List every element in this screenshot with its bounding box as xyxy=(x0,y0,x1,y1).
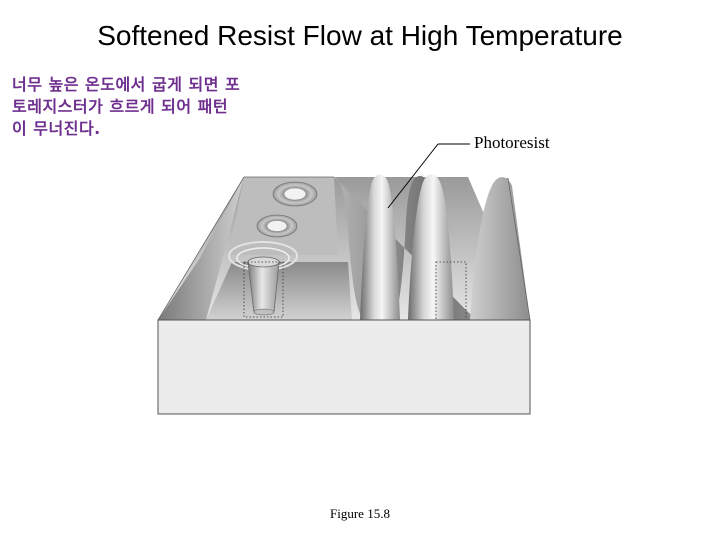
valley-floor xyxy=(206,262,352,320)
flowed-ridge-1 xyxy=(360,174,400,320)
figure-caption: Figure 15.8 xyxy=(330,506,390,521)
note-line-3: 이 무너진다. xyxy=(12,119,101,138)
hole-1-inner xyxy=(283,187,307,201)
leader-line-diagonal xyxy=(387,143,439,209)
note-line-1: 너무 높은 온도에서 굽게 되면 포 xyxy=(12,75,241,94)
hole-2-inner xyxy=(266,220,288,232)
photoresist-label: Photoresist xyxy=(474,133,550,152)
pillar-top xyxy=(247,256,280,268)
pillar-base xyxy=(253,308,275,316)
flowed-ridge-3 xyxy=(470,177,530,320)
right-edge xyxy=(507,177,531,321)
left-edge xyxy=(157,176,245,321)
left-slope xyxy=(158,177,244,320)
note-line-2: 토레지스터가 흐르게 되어 패턴 xyxy=(12,97,229,116)
substrate-block xyxy=(157,319,531,415)
flowed-ridge-2 xyxy=(408,174,454,320)
pillar-original-outline xyxy=(243,261,284,318)
korean-note: 너무 높은 온도에서 굽게 되면 포 토레지스터가 흐르게 되어 패턴 이 무너… xyxy=(12,74,302,140)
slide-title: Softened Resist Flow at High Temperature xyxy=(97,20,623,51)
